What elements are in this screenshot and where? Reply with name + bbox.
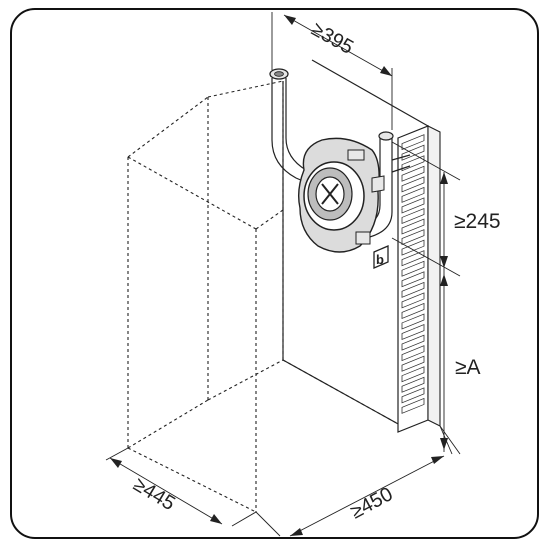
radiator-fin	[401, 271, 425, 288]
valve-body	[297, 137, 385, 253]
radiator-fin	[401, 197, 425, 214]
radiator-fin	[401, 239, 425, 256]
radiator-fin	[401, 176, 425, 193]
radiator-fin	[401, 313, 425, 330]
pipe-marker-label: b	[376, 252, 384, 267]
wall-plane	[282, 59, 429, 426]
pipe-marker: b	[373, 245, 389, 269]
radiator-fin	[401, 229, 425, 246]
radiator-fin	[401, 281, 425, 298]
dim-right-lower-label: ≥A	[455, 356, 481, 379]
radiator-fin	[401, 260, 425, 277]
dimension-right-upper: ≥245	[391, 141, 501, 277]
radiator-fin	[401, 397, 425, 414]
radiator-fin	[401, 134, 425, 151]
radiator-fin	[401, 250, 425, 267]
radiator-fin	[401, 355, 425, 372]
radiator-fin	[401, 387, 425, 404]
radiator-fin	[401, 165, 425, 182]
radiator-fin	[401, 345, 425, 362]
radiator-fin	[401, 324, 425, 341]
diagram-border	[10, 8, 539, 539]
radiator-fin	[401, 302, 425, 319]
dim-right-upper-label: ≥245	[454, 210, 501, 233]
radiator-fin	[401, 292, 425, 309]
radiator-fin	[401, 366, 425, 383]
radiator-fin	[401, 218, 425, 235]
radiator	[397, 125, 441, 433]
radiator-fin	[401, 334, 425, 351]
dimension-right-lower: ≥A	[439, 268, 481, 455]
radiator-fin	[401, 186, 425, 203]
radiator-fin	[401, 207, 425, 224]
radiator-fin	[401, 376, 425, 393]
